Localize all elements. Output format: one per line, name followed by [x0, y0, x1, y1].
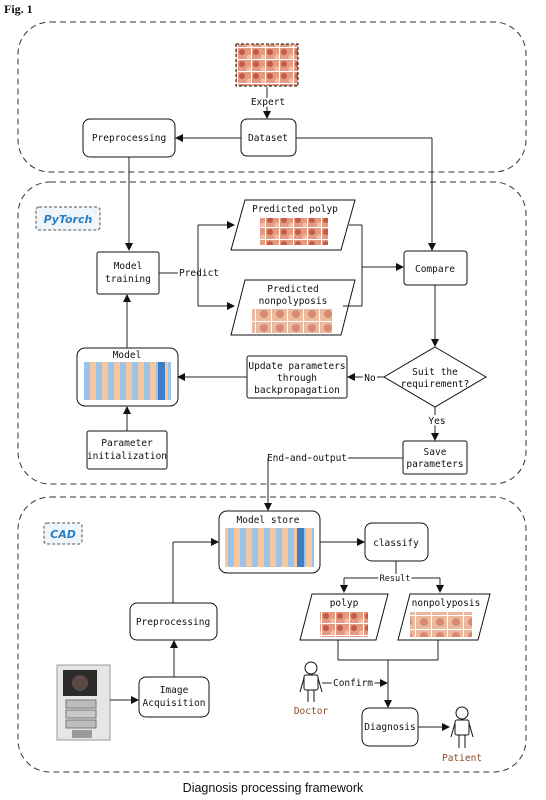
suit-requirement-label-1: Suit the: [412, 367, 458, 378]
model-output-layer: [158, 362, 165, 400]
nonpolyp-result-images: [410, 612, 472, 637]
image-acquisition-box: [138, 676, 210, 718]
parameter-init-box: [86, 430, 168, 470]
polyp-result-images: [320, 612, 368, 637]
pytorch-section-border: [17, 181, 527, 485]
expert-label: Expert: [251, 97, 285, 108]
endoscopy-equipment-photo: [56, 664, 111, 741]
pytorch-tag: PyTorch: [44, 213, 93, 226]
pytorch-tag-box: [35, 206, 101, 231]
figure-caption: Diagnosis processing framework: [182, 781, 364, 795]
dataset-image-collage: [235, 43, 299, 87]
model-training-label-2: training: [105, 274, 151, 285]
predicted-nonpolyp-images: [252, 309, 332, 333]
parameter-init-label-2: initialization: [87, 451, 167, 462]
save-parameters-label-1: Save: [424, 447, 447, 458]
model-store-output-layer: [297, 528, 304, 567]
suit-requirement-label-2: requirement?: [401, 379, 470, 390]
figure-label: Fig. 1: [4, 2, 33, 16]
cad-tag-box: [43, 522, 83, 545]
end-output-label: End and output: [267, 453, 347, 464]
nonpolyp-result-label: nonpolyposis: [412, 598, 481, 609]
dataset-section-border: [17, 21, 527, 173]
dataset-label: Dataset: [248, 133, 288, 144]
patient-icon: [450, 706, 474, 748]
parameter-init-label-1: Parameter: [101, 438, 153, 449]
polyp-result-label: polyp: [330, 598, 359, 609]
predict-label: Predict: [179, 268, 219, 279]
predicted-nonpolyp-label-1: Predicted: [267, 284, 318, 295]
result-label: Result: [380, 574, 411, 584]
diagnosis-label: Diagnosis: [364, 722, 415, 733]
yes-label: Yes: [428, 416, 445, 427]
update-parameters-label-3: backpropagation: [254, 385, 340, 396]
doctor-icon: [299, 661, 323, 702]
predicted-polyp-label: Predicted polyp: [252, 204, 338, 215]
model-layers-graphic: [84, 362, 171, 400]
model-training-label-1: Model: [114, 261, 143, 272]
doctor-label: Doctor: [294, 706, 329, 717]
cad-section-border: [17, 496, 527, 773]
confirm-label: Confirm: [333, 678, 373, 689]
patient-label: Patient: [442, 753, 482, 764]
predicted-nonpolyp-label-2: nonpolyposis: [259, 296, 328, 307]
model-training-box: [96, 251, 160, 295]
cad-tag: CAD: [50, 528, 76, 541]
image-acquisition-label-2: Acquisition: [143, 698, 206, 709]
no-label: No: [364, 373, 376, 384]
update-parameters-label-1: Update parameters: [248, 361, 345, 372]
preprocessing-cad-label: Preprocessing: [136, 617, 210, 628]
model-label: Model: [113, 350, 142, 361]
save-parameters-label-2: parameters: [406, 459, 463, 470]
preprocessing-top-label: Preprocessing: [92, 133, 166, 144]
image-acquisition-label-1: Image: [160, 685, 189, 696]
classify-label: classify: [373, 538, 419, 549]
model-store-label: Model store: [237, 515, 300, 526]
predicted-polyp-images: [260, 218, 328, 245]
compare-label: Compare: [415, 264, 455, 275]
update-parameters-label-2: through: [277, 373, 317, 384]
